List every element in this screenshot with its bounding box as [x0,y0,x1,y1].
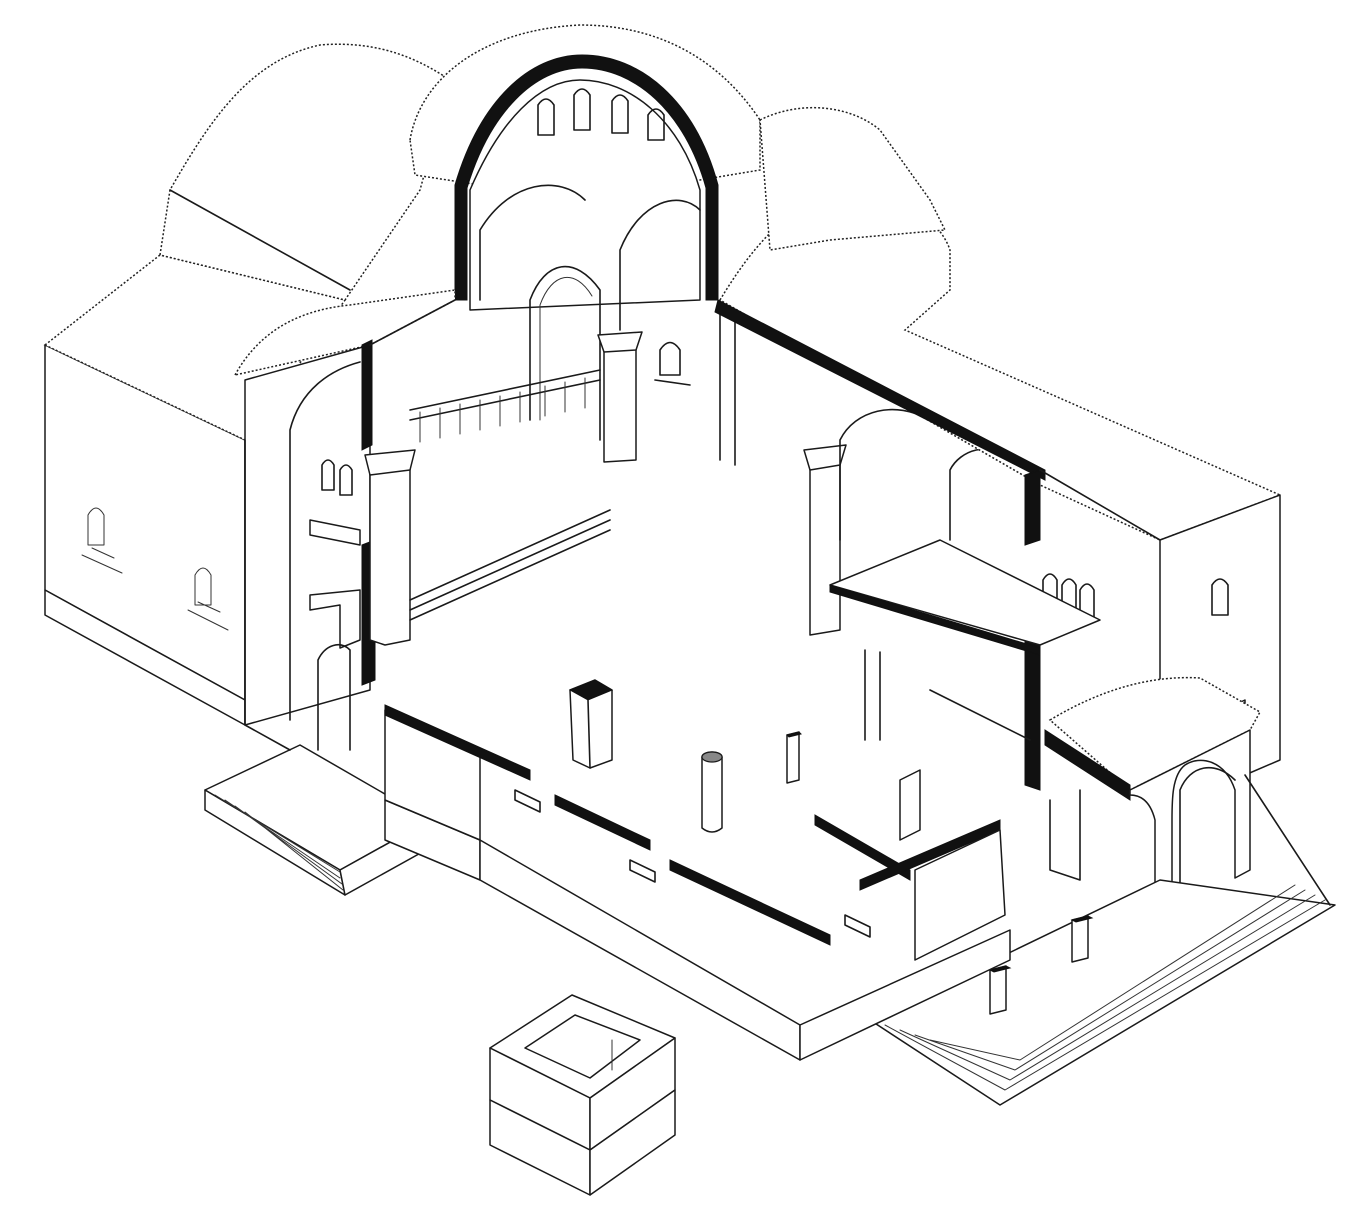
clerestory-window-icon [611,94,629,134]
twin-window-icon [1042,573,1095,619]
floor-platform [384,704,1011,1061]
column-shaft [701,751,723,833]
clerestory-window-icon [573,88,591,131]
right-wing [714,106,1282,791]
freestanding-pillar [568,679,614,769]
niche-icon [654,341,691,386]
clerestory-window-icon [537,98,555,136]
clerestory-window-icon [647,108,665,141]
right-porch [1044,676,1262,919]
central-vault [409,24,761,441]
left-wing-window-icon [81,507,123,574]
right-wing-window-icon [1211,578,1229,616]
structural-outline [244,299,1331,906]
right-entrance-steps [869,879,1336,1106]
font-basin [489,994,676,1196]
twin-window-icon [321,459,353,496]
left-wing-window-icon [187,567,229,631]
column-stub [786,731,802,784]
left-aisle [233,289,456,751]
